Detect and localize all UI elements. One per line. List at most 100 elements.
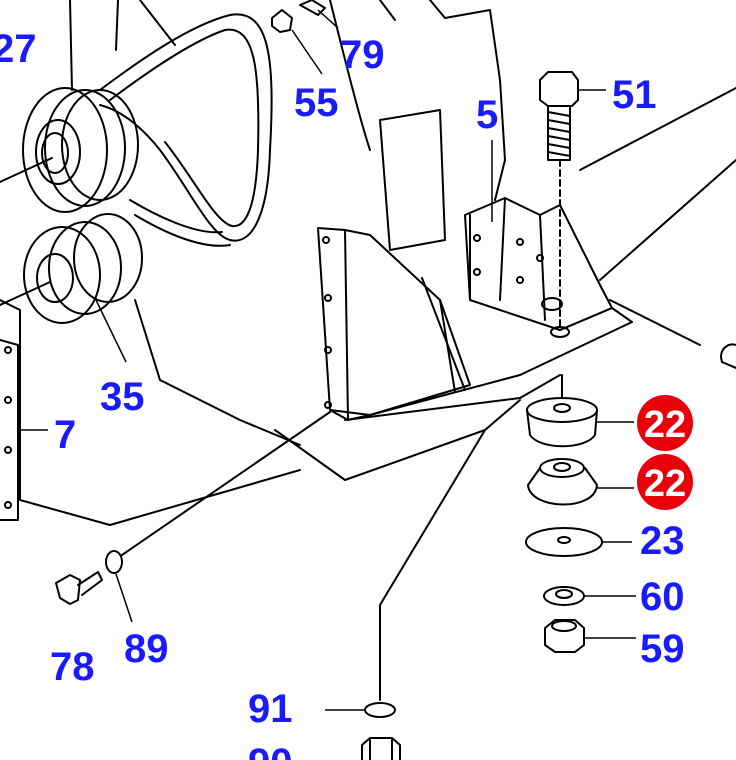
callout-35-label: 35 [100, 375, 145, 419]
callout-79[interactable]: 79 [340, 33, 385, 77]
washer-23-hole [557, 536, 571, 544]
panel-hole [4, 346, 12, 354]
mount-bolt-hole [541, 297, 563, 311]
callout-labels: 27 79 55 51 5 35 7 22 22 23 [0, 27, 693, 760]
callout-35[interactable]: 35 [100, 375, 145, 419]
callout-22-upper-label: 22 [644, 404, 686, 446]
callout-7-label: 7 [54, 413, 76, 457]
rubber-mount-22-upper-top [526, 397, 598, 423]
leader-35 [95, 299, 127, 363]
plug-90 [361, 737, 401, 760]
mount-hole [473, 234, 481, 242]
engine-housing-left-panel [0, 339, 19, 521]
callout-22-upper[interactable]: 22 [637, 395, 693, 451]
callout-91[interactable]: 91 [248, 687, 293, 731]
callout-90[interactable]: 90 [248, 741, 293, 760]
bracket-upright-front [317, 227, 349, 421]
shaft-line [0, 157, 53, 183]
callout-89[interactable]: 89 [124, 627, 169, 671]
upper-pulley-outer [22, 87, 108, 213]
plug-axis [379, 429, 486, 701]
washer-89 [105, 550, 123, 574]
callout-59[interactable]: 59 [640, 627, 685, 671]
callout-51[interactable]: 51 [612, 73, 657, 117]
callout-55[interactable]: 55 [294, 81, 339, 125]
leader-55 [291, 29, 323, 75]
rubber-mount-22-lower-body [527, 467, 598, 506]
highlight-badge [637, 454, 693, 510]
callout-90-label: 90 [248, 741, 293, 760]
callout-27-label: 27 [0, 27, 37, 71]
callout-89-label: 89 [124, 627, 169, 671]
upper-pulley-hub [35, 119, 81, 185]
bracket-hole [324, 401, 332, 409]
callout-23[interactable]: 23 [640, 519, 685, 563]
engine-mount-block-edge [469, 197, 546, 321]
bracket-hole [322, 236, 330, 244]
upper-pulley-groove [44, 89, 126, 207]
bolt-51-head [539, 71, 579, 107]
engine-housing-outline [69, 0, 506, 201]
leader-89 [115, 573, 133, 623]
bracket-lower-flange [274, 399, 521, 481]
callout-59-label: 59 [640, 627, 685, 671]
callout-23-label: 23 [640, 519, 685, 563]
callout-60-label: 60 [640, 575, 685, 619]
callout-78-label: 78 [50, 645, 95, 689]
panel-hole [4, 396, 12, 404]
bracket-gusset [421, 277, 466, 393]
v-belt-inner [109, 28, 260, 228]
lower-pulley-groove [48, 221, 122, 315]
rubber-mount-22-lower-top [539, 458, 585, 478]
mount-bolt-hole [550, 326, 570, 338]
callout-91-label: 91 [248, 687, 293, 731]
callout-22-lower[interactable]: 22 [637, 454, 693, 510]
callout-79-label: 79 [340, 33, 385, 77]
leader-lines [18, 9, 636, 711]
v-belt-lower [129, 199, 231, 247]
rubber-mount-22-upper-body [526, 409, 598, 448]
bolt-51-thread [547, 111, 571, 157]
panel-hole [4, 501, 12, 509]
bracket-upright-side [344, 229, 471, 421]
nut-55 [271, 9, 293, 33]
frame-line [379, 87, 736, 346]
frame-clip [720, 343, 736, 369]
lower-pulley-groove [73, 213, 143, 303]
mount-hole [516, 238, 524, 246]
mount-hole [536, 254, 544, 262]
plug-91 [364, 702, 396, 718]
v-belt [99, 13, 273, 242]
upper-pulley-bore [41, 132, 69, 174]
nut-59 [544, 619, 585, 653]
nut-59-top [551, 620, 577, 632]
leader-79 [317, 9, 339, 29]
rubber-mount-22-lower-hole [553, 462, 571, 472]
bolt-79 [299, 0, 326, 16]
callout-27[interactable]: 27 [0, 27, 37, 71]
washer-60-hole [555, 589, 573, 599]
lower-pulley-hub [36, 253, 74, 303]
mount-hole [473, 268, 481, 276]
rubber-mount-22-upper-hole [553, 403, 571, 413]
mount-hole [516, 276, 524, 284]
engine-mount-block [464, 197, 613, 331]
bracket-base-plate [329, 307, 633, 421]
callout-60[interactable]: 60 [640, 575, 685, 619]
callout-78[interactable]: 78 [50, 645, 95, 689]
lower-pulley-outer [23, 226, 101, 324]
engine-housing-lower [0, 299, 301, 526]
shaft-line [0, 281, 51, 306]
bolt-78-axis [121, 411, 331, 556]
callout-7[interactable]: 7 [54, 413, 76, 457]
bolt-78 [55, 571, 103, 605]
callout-55-label: 55 [294, 81, 339, 125]
callout-5[interactable]: 5 [476, 93, 498, 137]
bracket-hole [324, 294, 332, 302]
callout-22-lower-label: 22 [644, 463, 686, 505]
callout-51-label: 51 [612, 73, 657, 117]
highlight-badge [637, 395, 693, 451]
bracket-hole [324, 346, 332, 354]
